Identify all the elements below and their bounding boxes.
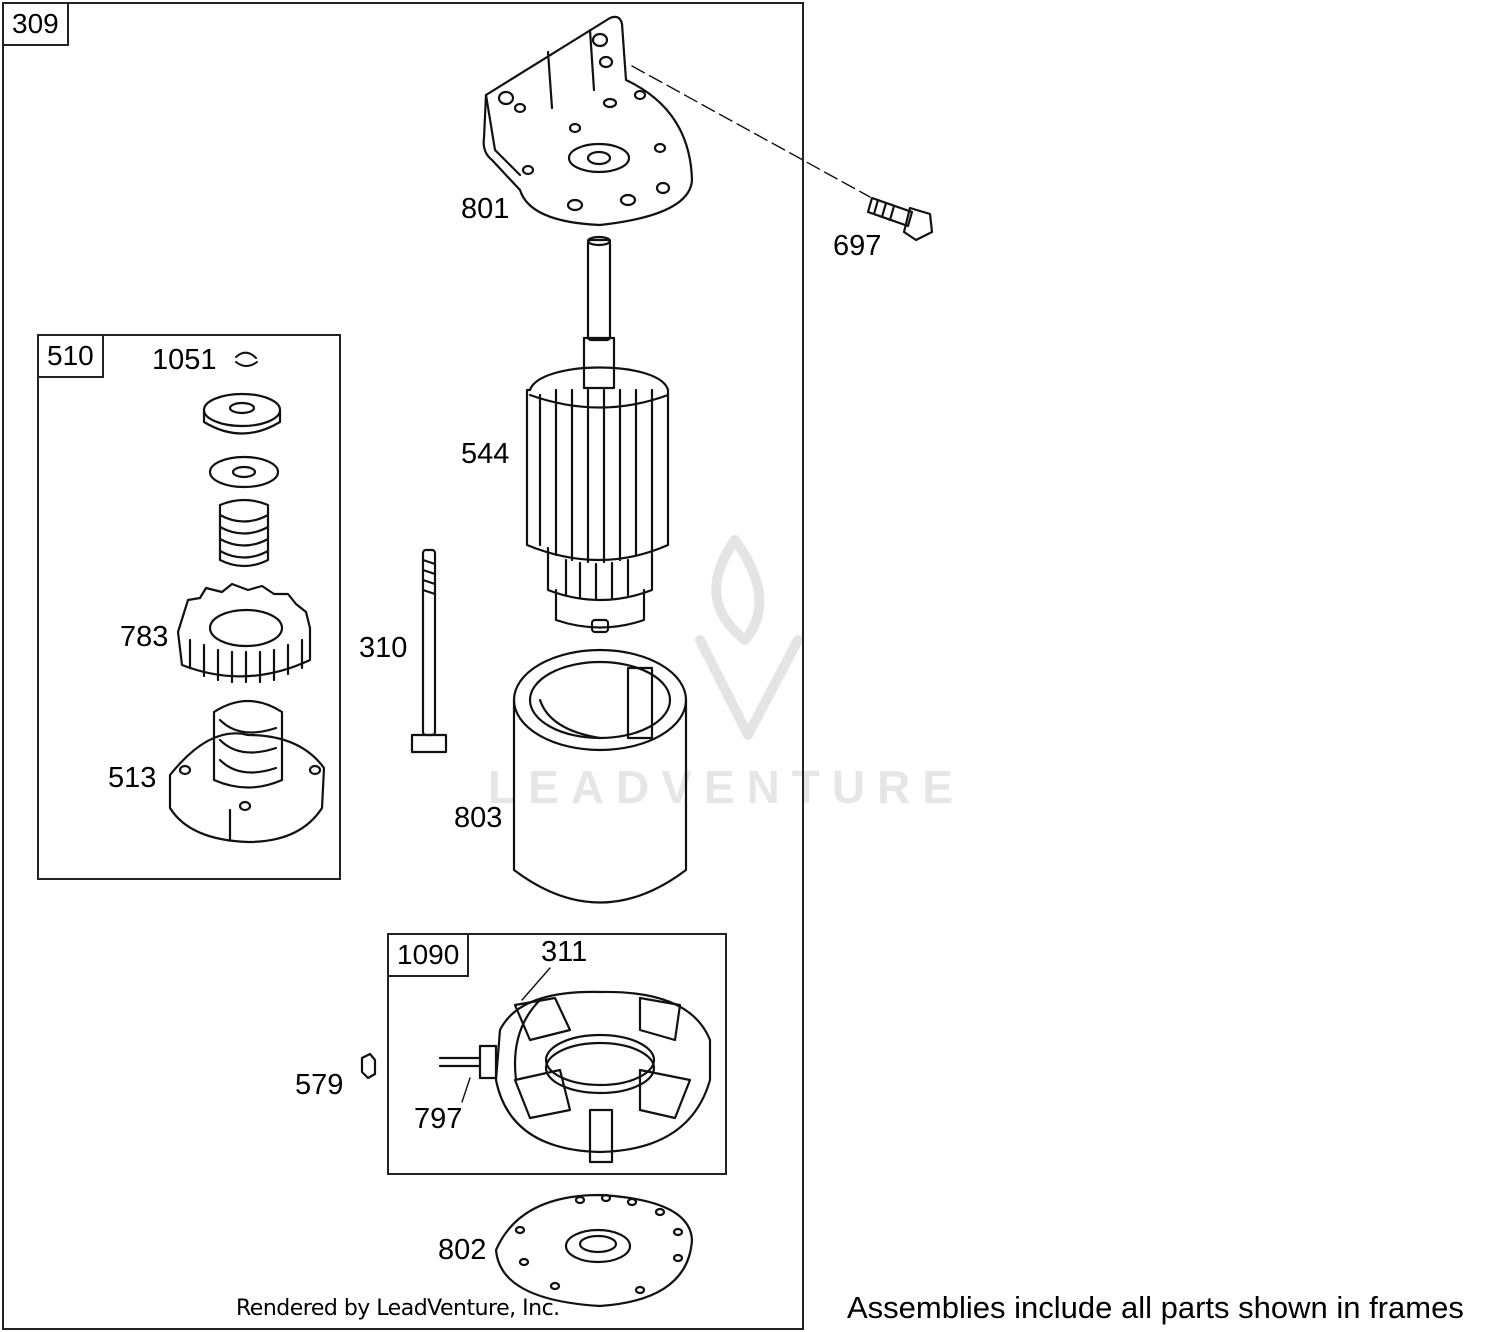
frame-510-tag: 510: [39, 336, 104, 378]
callout-1051[interactable]: 1051: [152, 344, 217, 376]
callout-802[interactable]: 802: [438, 1234, 487, 1266]
frame-1090: 1090: [387, 933, 727, 1175]
frame-309-tag: 309: [4, 4, 69, 46]
nut-579: [360, 1052, 377, 1080]
callout-803[interactable]: 803: [454, 802, 503, 834]
callout-797[interactable]: 797: [414, 1103, 463, 1135]
callout-579[interactable]: 579: [295, 1069, 344, 1101]
callout-801[interactable]: 801: [461, 193, 510, 225]
thru-bolt-310: [410, 548, 448, 754]
frame-1090-tag: 1090: [389, 935, 470, 977]
callout-783[interactable]: 783: [120, 621, 169, 653]
assemblies-note: Assemblies include all parts shown in fr…: [847, 1290, 1464, 1325]
callout-311[interactable]: 311: [541, 936, 588, 968]
drive-assembly-510-parts: [168, 351, 326, 844]
callout-513[interactable]: 513: [108, 762, 157, 794]
screw-697: [866, 196, 934, 242]
callout-697[interactable]: 697: [833, 230, 882, 262]
motor-housing-803: [512, 648, 688, 904]
mounting-bracket-801: [482, 15, 694, 227]
end-cap-802: [494, 1193, 694, 1308]
armature-544: [525, 235, 670, 634]
rendered-by-credit: Rendered by LeadVenture, Inc.: [236, 1296, 560, 1321]
brush-assembly-1090-parts: [438, 967, 712, 1164]
watermark-logo: [695, 535, 803, 740]
watermark-text: LEADVENTURE: [488, 761, 966, 813]
callout-310[interactable]: 310: [359, 632, 408, 664]
frame-309: 309: [2, 2, 804, 1330]
frame-510: 510: [37, 334, 341, 880]
callout-544[interactable]: 544: [461, 438, 510, 470]
